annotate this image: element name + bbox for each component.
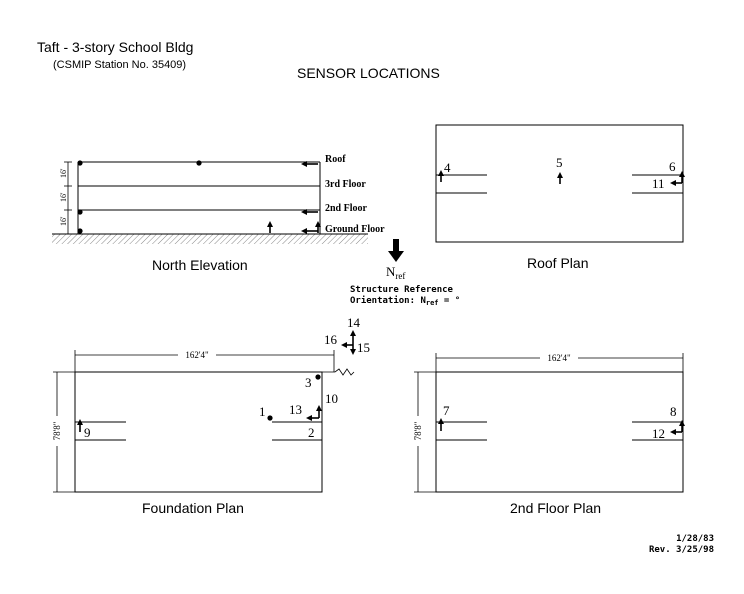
foundation-depth-dimension: 78'8" — [52, 421, 62, 440]
original-date: 1/28/83 — [676, 534, 714, 544]
level-label-3rd-floor: 3rd Floor — [325, 179, 366, 190]
foundation-plan-caption: Foundation Plan — [142, 500, 244, 516]
sensor-arrow-up-icon — [350, 330, 356, 345]
sensor-number-1: 1 — [259, 404, 266, 419]
compass-sensor-group: 14 16 15 — [324, 315, 370, 355]
sensor-arrow-left-icon — [670, 180, 682, 186]
sensor-arrow-up-icon — [438, 170, 444, 182]
foundation-width-dimension: 162'4" — [185, 350, 209, 360]
sensor-number-2: 2 — [308, 425, 315, 440]
second-floor-depth-dimension: 78'8" — [413, 421, 423, 440]
sensor-arrow-up-icon — [557, 172, 563, 184]
sensor-arrow-up-icon — [77, 419, 83, 432]
sensor-arrow-left-icon — [670, 429, 682, 435]
sensor-arrow-up-icon — [316, 405, 322, 418]
sensor-number-12: 12 — [652, 426, 665, 441]
north-elevation-caption: North Elevation — [152, 257, 248, 273]
sensor-number-4: 4 — [444, 160, 451, 175]
break-line — [322, 368, 355, 376]
sensor-number-3: 3 — [305, 375, 312, 390]
elevation-sensor-arrow-left-icon — [301, 209, 318, 215]
story-height-3: 16' — [59, 168, 68, 178]
sensor-arrow-up-icon — [679, 420, 685, 432]
second-floor-plan-caption: 2nd Floor Plan — [510, 500, 601, 516]
elevation-sensor-arrow-left-icon — [301, 228, 318, 234]
elevation-sensor-arrow-up-icon — [267, 221, 273, 233]
story-height-2: 16' — [59, 192, 68, 202]
sensor-number-11: 11 — [652, 176, 665, 191]
station-number: (CSMIP Station No. 35409) — [53, 59, 186, 71]
story-height-1: 16' — [59, 216, 68, 226]
level-label-ground-floor: Ground Floor — [325, 224, 385, 235]
ground-hatch — [52, 234, 368, 244]
sensor-locations-heading: SENSOR LOCATIONS — [297, 65, 440, 81]
sensor-arrow-left-icon — [341, 342, 353, 348]
sensor-arrow-down-icon — [350, 345, 356, 355]
elevation-sensor-dot — [77, 209, 83, 215]
elevation-sensor-arrow-up-icon — [315, 221, 321, 233]
sensor-number-16: 16 — [324, 332, 338, 347]
roof-plan-outline — [435, 124, 684, 243]
page-title: Taft - 3-story School Bldg — [37, 39, 193, 55]
sensor-number-15: 15 — [357, 340, 370, 355]
sensor-dot — [267, 415, 273, 421]
second-floor-width-dimension: 162'4" — [547, 353, 571, 363]
sensor-arrow-left-icon — [306, 415, 319, 421]
north-arrow-icon — [388, 239, 404, 262]
sensor-number-8: 8 — [670, 404, 677, 419]
sensor-number-14: 14 — [347, 315, 361, 330]
level-label-roof: Roof — [325, 154, 346, 165]
north-ref-label: Nref — [386, 264, 405, 281]
reference-line-2: Orientation: Nref = ° — [350, 295, 460, 307]
elevation-sensor-dot — [77, 228, 83, 234]
foundation-plan: 162'4" 78'8" 1 2 3 9 10 13 Foundation Pl… — [51, 349, 355, 516]
revision-date: Rev. 3/25/98 — [649, 545, 714, 555]
reference-line-1: Structure Reference — [350, 285, 454, 295]
elevation-sensor-arrow-left-icon — [301, 161, 318, 167]
foundation-plan-outline — [74, 371, 323, 493]
sensor-number-9: 9 — [84, 425, 91, 440]
sensor-number-6: 6 — [669, 159, 676, 174]
level-label-2nd-floor: 2nd Floor — [325, 203, 368, 214]
elevation-sensor-dot — [77, 160, 83, 166]
structure-reference: Nref Structure Reference Orientation: Nr… — [350, 239, 460, 307]
sensor-number-13: 13 — [289, 402, 302, 417]
second-floor-plan: 162'4" 78'8" 7 8 12 2nd Floor Plan — [412, 352, 685, 516]
sensor-number-5: 5 — [556, 155, 563, 170]
sensor-arrow-up-icon — [679, 171, 685, 183]
roof-plan-caption: Roof Plan — [527, 255, 588, 271]
north-elevation: 16' 16' 16' Roof 3rd Floor 2nd Floor Gro… — [52, 154, 385, 273]
sensor-dot — [315, 374, 321, 380]
sensor-number-10: 10 — [325, 391, 338, 406]
elevation-sensor-dot — [196, 160, 202, 166]
sensor-number-7: 7 — [443, 403, 450, 418]
roof-plan: 4 5 6 11 Roof Plan — [435, 124, 685, 271]
sensor-arrow-up-icon — [438, 418, 444, 431]
second-floor-plan-outline — [435, 371, 684, 493]
